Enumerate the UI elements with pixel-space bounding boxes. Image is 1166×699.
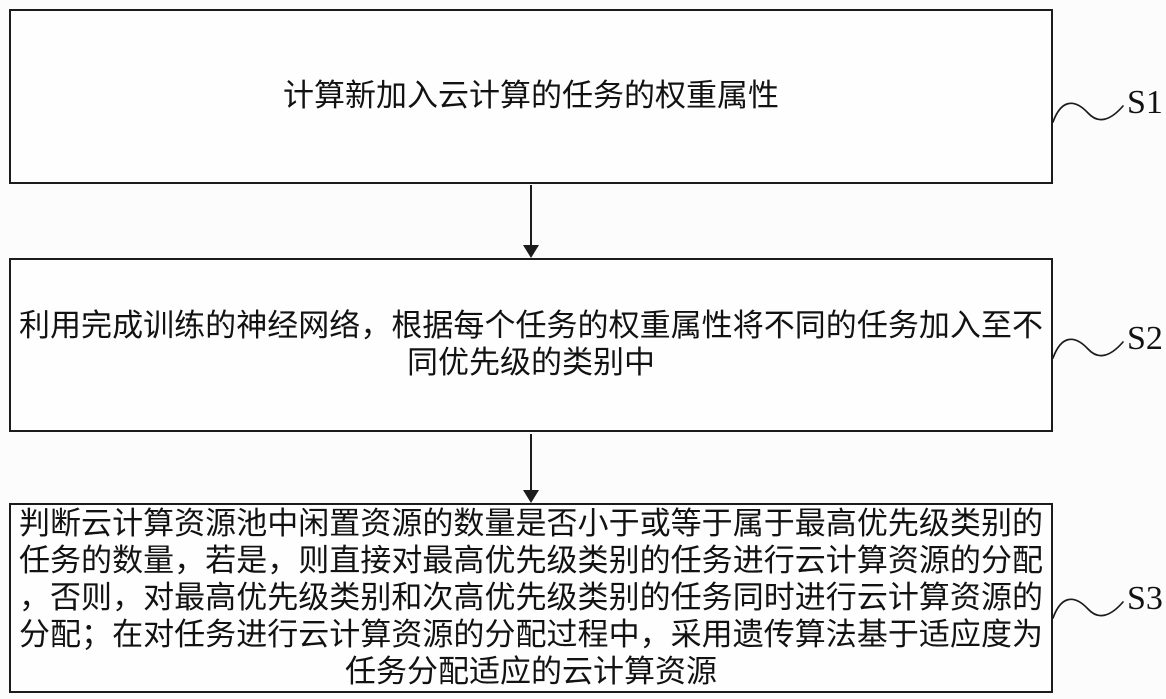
step-s2-text-line: 同优先级的类别中	[407, 345, 655, 381]
tilde-connector-icon	[1052, 598, 1124, 619]
step-label-s1: S1	[1127, 84, 1163, 121]
step-s3-text-line: 分配；在对任务进行云计算资源的分配过程中，采用遗传算法基于适应度为	[19, 616, 1043, 653]
arrowhead-icon	[523, 245, 539, 258]
step-s2-text-line: 利用完成训练的神经网络，根据每个任务的权重属性将不同的任务加入至不	[19, 308, 1043, 344]
arrow-shaft	[530, 185, 532, 245]
step-s3-text-line: 任务分配适应的云计算资源	[345, 653, 717, 690]
tilde-connector-icon	[1052, 102, 1124, 123]
step-label-s2: S2	[1127, 320, 1163, 357]
step-label-s3: S3	[1127, 580, 1163, 617]
step-reference-s2: S2	[1051, 320, 1163, 370]
step-s3-text-line: ，否则，对最高优先级类别和次高优先级类别的任务同时进行云计算资源的	[19, 579, 1043, 616]
step-reference-s1: S1	[1051, 84, 1163, 134]
tilde-connector-icon	[1052, 338, 1124, 359]
down-arrow-s2-to-s3	[523, 434, 539, 503]
arrow-shaft	[530, 434, 532, 490]
step-s3-text-line: 任务的数量，若是，则直接对最高优先级类别的任务进行云计算资源的分配	[19, 542, 1043, 579]
step-s3-text-line: 判断云计算资源池中闲置资源的数量是否小于或等于属于最高优先级类别的	[19, 505, 1043, 542]
down-arrow-s1-to-s2	[523, 185, 539, 258]
flow-step-box-s3: 判断云计算资源池中闲置资源的数量是否小于或等于属于最高优先级类别的 任务的数量，…	[9, 503, 1053, 693]
flow-step-box-s2: 利用完成训练的神经网络，根据每个任务的权重属性将不同的任务加入至不 同优先级的类…	[9, 258, 1053, 432]
flow-step-box-s1: 计算新加入云计算的任务的权重属性	[9, 9, 1053, 184]
step-reference-s3: S3	[1051, 580, 1163, 630]
step-s1-text: 计算新加入云计算的任务的权重属性	[283, 78, 779, 114]
arrowhead-icon	[523, 490, 539, 503]
